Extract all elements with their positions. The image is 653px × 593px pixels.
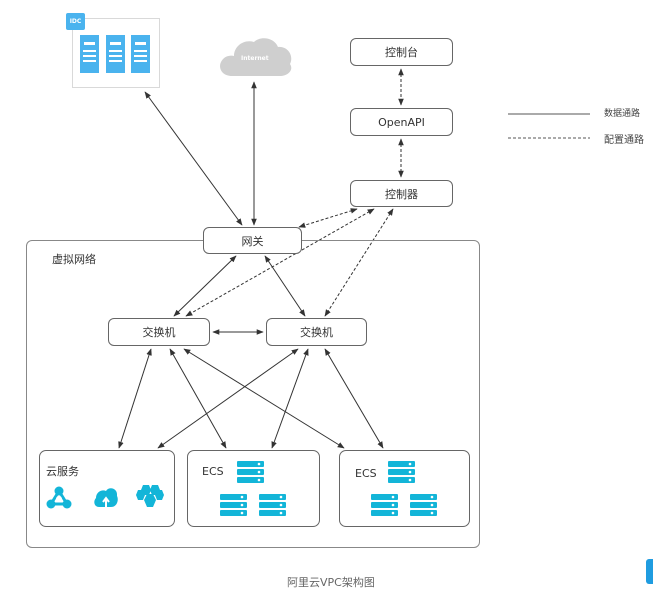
console-label: 控制台 xyxy=(385,46,418,59)
ecs-label-2: ECS xyxy=(355,467,377,480)
ecs-label-1: ECS xyxy=(202,465,224,478)
link-switch1-cloud xyxy=(118,348,152,449)
legend-config-path: 配置通路 xyxy=(604,135,644,146)
ecs-group-1[interactable] xyxy=(187,450,320,527)
server-stack-icon xyxy=(220,494,247,516)
cloud-services-group[interactable] xyxy=(39,450,175,527)
idc-badge-label: IDC xyxy=(69,18,82,25)
cloud-upload-icon xyxy=(94,488,118,507)
legend-data-path: 数据通路 xyxy=(604,109,641,119)
controller-node[interactable]: 控制器 xyxy=(350,180,453,207)
gateway-node[interactable]: 网关 xyxy=(203,227,302,254)
server-stack-icon xyxy=(259,494,286,516)
internet-label: Internet xyxy=(241,55,269,62)
network-nodes-icon xyxy=(46,486,72,509)
controller-label: 控制器 xyxy=(385,187,418,201)
gateway-label: 网关 xyxy=(241,234,264,248)
data-center-icon xyxy=(80,35,150,73)
hexagon-cluster-icon xyxy=(136,485,164,507)
diagram-caption: 阿里云VPC架构图 xyxy=(287,576,375,589)
floating-widget-tab[interactable] xyxy=(646,559,653,584)
link-controller-switch2 xyxy=(324,208,394,317)
idc-badge: IDC xyxy=(66,13,85,30)
ecs-group-2[interactable] xyxy=(339,450,470,527)
server-stack-icon xyxy=(388,461,415,483)
cloud-icon xyxy=(220,38,292,76)
console-node[interactable]: 控制台 xyxy=(350,38,453,66)
switch-label-1: 交换机 xyxy=(142,326,176,339)
link-controller-gateway xyxy=(298,208,358,228)
server-stack-icon xyxy=(237,461,264,483)
link-switch2-ecs2 xyxy=(324,348,384,449)
switch-node-1[interactable]: 交换机 xyxy=(108,318,210,346)
server-stack-icon xyxy=(410,494,437,516)
openapi-node[interactable]: OpenAPI xyxy=(350,108,453,136)
server-stack-icon xyxy=(371,494,398,516)
switch-label-2: 交换机 xyxy=(300,326,333,339)
link-switch2-ecs1 xyxy=(271,348,309,449)
cloud-services-label: 云服务 xyxy=(46,465,79,478)
virtual-network-label: 虚拟网络 xyxy=(52,253,96,266)
openapi-label: OpenAPI xyxy=(378,115,425,129)
switch-node-2[interactable]: 交换机 xyxy=(266,318,367,346)
link-idc-gateway xyxy=(144,91,243,226)
